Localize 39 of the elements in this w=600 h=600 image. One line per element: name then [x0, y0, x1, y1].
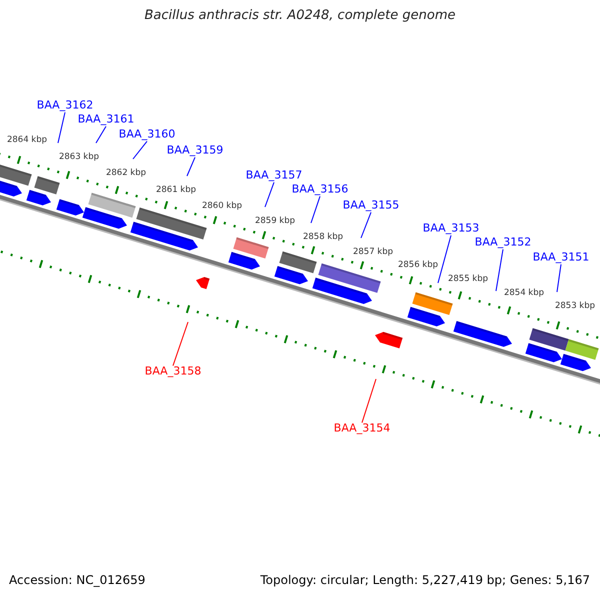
gene-label: BAA_3161: [78, 114, 134, 126]
gene-label: BAA_3158: [144, 366, 202, 378]
leader-line: [172, 322, 188, 366]
leader-line: [556, 264, 562, 292]
leader-line: [186, 156, 196, 176]
gene-label: BAA_3157: [246, 170, 302, 182]
leader-line: [58, 112, 66, 144]
leader-line: [96, 126, 106, 144]
gene-label: BAA_3160: [118, 128, 176, 142]
scale-label: 2855 kbp: [448, 275, 488, 285]
leader-line: [132, 140, 148, 160]
scale-label: 2863 kbp: [58, 153, 100, 163]
scale-label: 2853 kbp: [554, 302, 596, 312]
gene-label: BAA_3151: [532, 252, 590, 264]
gene-label: BAA_3159: [166, 144, 224, 158]
gene-label: BAA_3156: [292, 184, 348, 196]
gene-label: BAA_3155: [342, 200, 400, 212]
gene-label: BAA_3152: [474, 236, 532, 250]
scale-label: 2856 kbp: [398, 261, 438, 271]
leader-line: [264, 182, 274, 208]
scale-label: 2861 kbp: [156, 186, 196, 196]
genome-info-text: Topology: circular; Length: 5,227,419 bp; Genes: 5,167: [260, 574, 590, 588]
accession-text: Accession: NC_012659: [9, 574, 146, 588]
leader-line: [310, 196, 320, 224]
scale-label: 2862 kbp: [106, 169, 146, 179]
scale-label: 2859 kbp: [254, 217, 296, 227]
gene-label: BAA_3162: [36, 100, 94, 112]
scale-label: 2860 kbp: [202, 202, 242, 212]
leader-line: [496, 248, 504, 292]
scale-label: 2854 kbp: [504, 289, 544, 299]
scale-label: 2857 kbp: [352, 248, 394, 258]
scale-label: 2864 kbp: [6, 136, 48, 146]
gene-label: BAA_3154: [334, 422, 390, 436]
leader-line: [360, 212, 372, 238]
title: Bacillus anthracis str. A0248, complete genome: [143, 9, 457, 24]
leader-line: [438, 234, 452, 284]
gene-label: BAA_3153: [422, 222, 480, 236]
leader-line: [362, 378, 376, 424]
scale-label: 2858 kbp: [302, 233, 344, 243]
